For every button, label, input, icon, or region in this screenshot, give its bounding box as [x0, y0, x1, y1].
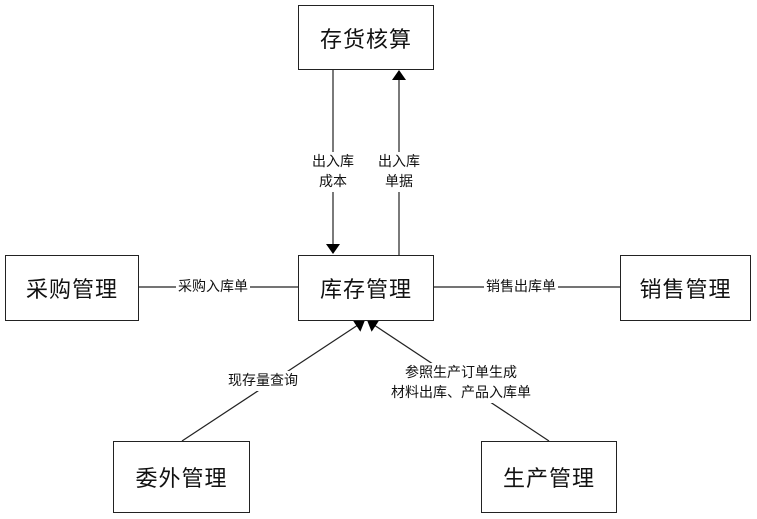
node-label: 存货核算 [319, 27, 412, 53]
node-inventory-accounting: 存货核算 [298, 5, 434, 70]
node-label: 采购管理 [25, 278, 118, 303]
edge-label-sales: 销售出库单 [484, 277, 558, 297]
edge-label-line: 成本 [319, 174, 347, 190]
edge-label-production: 参照生产订单生成 材料出库、产品入库单 [386, 363, 536, 403]
node-purchase-management: 采购管理 [5, 255, 139, 321]
node-label: 销售管理 [639, 278, 732, 303]
node-label: 委外管理 [135, 467, 228, 492]
edge-label-line: 材料出库、产品入库单 [391, 385, 531, 401]
node-label: 库存管理 [319, 278, 412, 303]
edge-label-cost: 出入库 成本 [308, 152, 358, 192]
edge-label-stock-query: 现存量查询 [226, 371, 300, 391]
node-production-management: 生产管理 [481, 441, 617, 513]
node-label: 生产管理 [502, 467, 595, 492]
edge-label-line: 出入库 [378, 154, 420, 170]
node-inventory-management: 库存管理 [298, 255, 434, 321]
edge-label-line: 参照生产订单生成 [405, 365, 517, 381]
edge-label-line: 单据 [385, 174, 413, 190]
edge-label-docs: 出入库 单据 [374, 152, 424, 192]
edge-label-purchase: 采购入库单 [176, 277, 250, 297]
node-sales-management: 销售管理 [620, 255, 751, 321]
edge-label-line: 出入库 [312, 154, 354, 170]
node-outsourcing-management: 委外管理 [113, 441, 250, 513]
